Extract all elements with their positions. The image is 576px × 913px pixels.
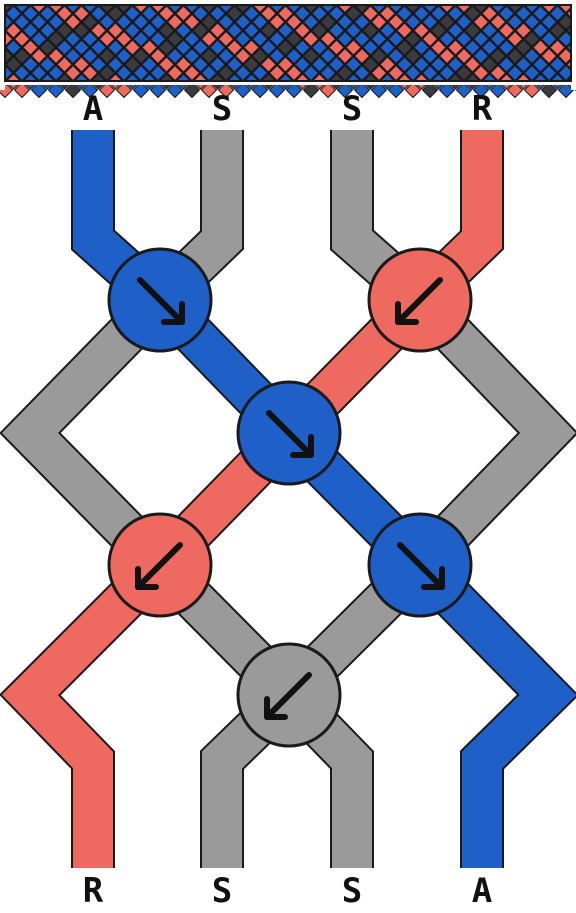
top-label-4: R — [472, 89, 493, 129]
bottom-label-1: R — [83, 871, 104, 911]
bottom-strand-labels: R S S A — [83, 871, 492, 911]
bottom-label-4: A — [472, 871, 492, 911]
knot-2 — [369, 249, 471, 351]
bottom-label-3: S — [342, 871, 362, 911]
strand-paths — [30, 130, 548, 868]
knot-5 — [369, 514, 471, 616]
top-label-3: S — [342, 89, 362, 129]
bottom-label-2: S — [212, 871, 232, 911]
knot-6 — [238, 644, 340, 746]
knot-grid — [109, 249, 471, 746]
knot-1 — [109, 249, 211, 351]
top-label-1: A — [83, 89, 103, 129]
bracelet-preview-band — [0, 0, 576, 98]
knot-3 — [238, 382, 340, 484]
top-label-2: S — [212, 89, 232, 129]
knot-4 — [109, 514, 211, 616]
